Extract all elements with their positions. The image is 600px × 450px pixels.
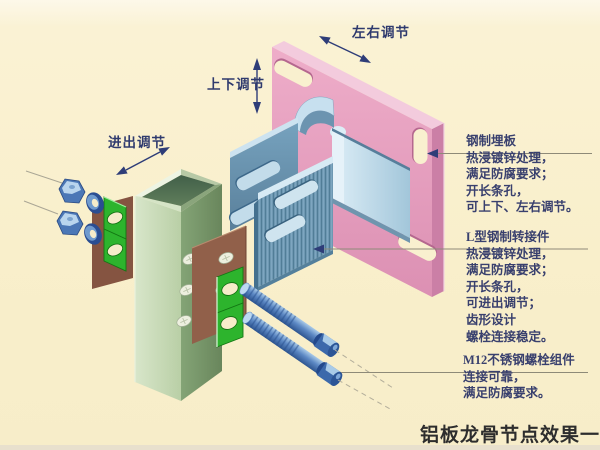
double-arrow-in-out (116, 147, 170, 175)
bottom-strip (0, 445, 600, 450)
annotation-line: 满足防腐要求； (466, 167, 554, 182)
serrated-slot-2 (264, 214, 306, 243)
plate-slot-top-left (273, 58, 313, 87)
bolt-axis-lines-right (334, 349, 394, 411)
annotation-l-bracket: L型钢制转接件 热浸镀锌处理， 满足防腐要求； 开长条孔， 可进出调节； 齿形设… (466, 229, 554, 345)
leader-arrow-embed-plate (427, 149, 438, 158)
square-washers-right (216, 266, 244, 348)
bracket-serrated-arm (254, 156, 333, 295)
plate-slot-right (412, 127, 428, 164)
caption-title: 铝板龙骨节点效果一 (420, 425, 600, 446)
bracket-back-panel (330, 126, 410, 243)
annotation-bolt-group: M12不锈钢螺栓组件 连接可靠， 满足防腐要求。 (463, 352, 575, 402)
label-in-out-adjust: 进出调节 (108, 135, 166, 150)
hex-nut (58, 178, 86, 204)
leader-arrow-l-bracket (313, 244, 324, 254)
annotation-line: 齿形设计 (466, 312, 517, 327)
annotation-line: L型钢制转接件 (466, 230, 550, 244)
bolt-axis-lines-left (23, 170, 63, 215)
double-arrow-left-right (319, 36, 371, 63)
hex-nut (56, 210, 84, 236)
label-up-down-adjust: 上下调节 (207, 77, 265, 92)
annotation-line: 满足防腐要求。 (463, 386, 551, 401)
annotation-line: M12不锈钢螺栓组件 (463, 353, 575, 367)
serrated-slot-1 (273, 179, 319, 210)
annotation-line: 连接可靠， (463, 369, 526, 384)
arm-slot-1 (235, 160, 281, 191)
leader-lines (313, 149, 592, 373)
annotation-line: 螺栓连接稳定。 (466, 329, 554, 344)
annotation-line: 可上下、左右调节。 (466, 200, 579, 215)
label-left-right-adjust: 左右调节 (352, 25, 410, 40)
annotation-embed-plate: 钢制埋板 热浸镀锌处理， 满足防腐要求； 开长条孔， 可上下、左右调节。 (466, 133, 579, 216)
annotation-line: 满足防腐要求； (466, 263, 554, 278)
annotation-line: 开长条孔， (466, 183, 529, 198)
double-arrow-up-down (253, 58, 261, 114)
annotation-line: 热浸镀锌处理， (466, 150, 554, 165)
annotation-line: 可进出调节； (466, 296, 542, 311)
square-washers-left (103, 196, 127, 272)
annotation-line: 热浸镀锌处理， (466, 246, 554, 261)
annotation-line: 钢制埋板 (466, 134, 517, 148)
annotation-line: 开长条孔， (466, 279, 529, 294)
